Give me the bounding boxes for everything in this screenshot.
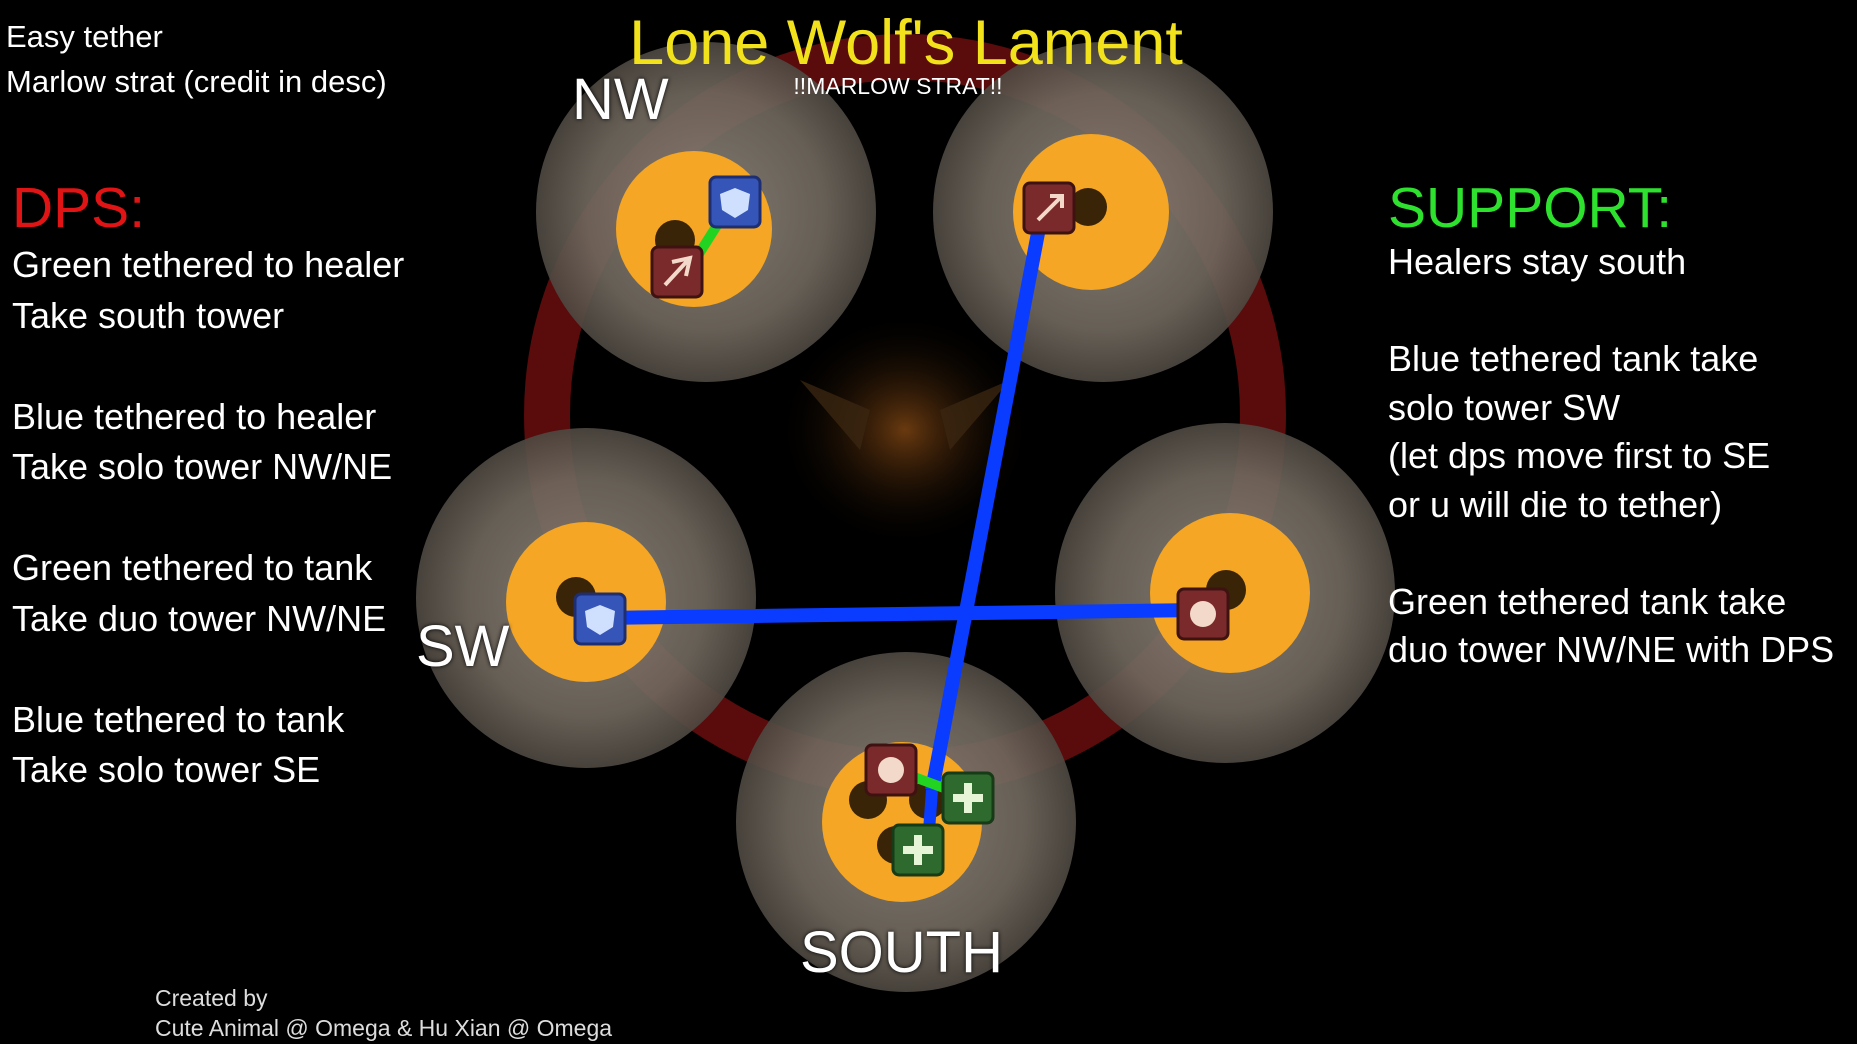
ranged-icon-ne [1022, 181, 1076, 235]
corner-line: Marlow strat (credit in desc) [6, 64, 387, 99]
dps-icon-south [864, 743, 918, 797]
support-heading: SUPPORT: [1388, 176, 1673, 240]
healer-icon-south-1 [941, 771, 995, 825]
dps-line: Take solo tower NW/NE [12, 446, 393, 487]
dps-line: Green tethered to tank [12, 547, 373, 588]
healer-icon-south-2 [891, 823, 945, 877]
dps-heading: DPS: [12, 176, 146, 240]
boss-emblem-eyes [800, 380, 1010, 450]
support-line: solo tower SW [1388, 386, 1621, 428]
tank-icon-sw [573, 592, 627, 646]
spacer [12, 493, 404, 544]
dps-line: Take solo tower SE [12, 749, 321, 790]
blue-tether-ne-south [925, 210, 1049, 792]
dps-line: Green tethered to healer [12, 244, 405, 285]
blue-tether-sw-se [600, 603, 1203, 625]
corner-note: Easy tether Marlow strat (credit in desc… [6, 14, 387, 104]
support-line: (let dps move first to SE [1388, 435, 1771, 476]
dps-icon-se [1176, 587, 1230, 641]
support-line: or u will die to tether) [1388, 483, 1723, 525]
boss-emblem [775, 310, 1035, 550]
page-title: Lone Wolf's Lament [629, 8, 1183, 78]
support-line: Healers stay south [1388, 241, 1687, 282]
dps-line: Take south tower [12, 294, 285, 336]
support-line: Green tethered tank take [1388, 580, 1787, 622]
tank-icon-nw [708, 175, 762, 229]
credits-line: Created by [155, 985, 268, 1011]
page-subtitle: !!MARLOW STRAT!! [793, 73, 1003, 99]
support-instructions: Healers stay south Blue tethered tank ta… [1388, 238, 1834, 675]
support-line: duo tower NW/NE with DPS [1388, 629, 1835, 670]
direction-label-south: SOUTH [800, 920, 1003, 985]
dps-line: Take duo tower NW/NE [12, 597, 387, 639]
credits: Created by Cute Animal @ Omega & Hu Xian… [155, 983, 612, 1043]
support-line: Blue tethered tank take [1388, 338, 1759, 379]
spacer [1388, 287, 1834, 336]
dps-line: Blue tethered to healer [12, 395, 377, 437]
platform-ne [933, 42, 1273, 382]
dps-instructions: Green tethered to healer Take south towe… [12, 240, 404, 796]
corner-line: Easy tether [6, 19, 163, 54]
credits-line: Cute Animal @ Omega & Hu Xian @ Omega [155, 1015, 613, 1041]
spacer [1388, 529, 1834, 578]
dps-line: Blue tethered to tank [12, 698, 345, 740]
direction-label-sw: SW [416, 614, 510, 679]
spacer [12, 341, 404, 392]
direction-label-nw: NW [572, 67, 669, 132]
spacer [12, 644, 404, 695]
dps-icon-nw [650, 245, 704, 299]
